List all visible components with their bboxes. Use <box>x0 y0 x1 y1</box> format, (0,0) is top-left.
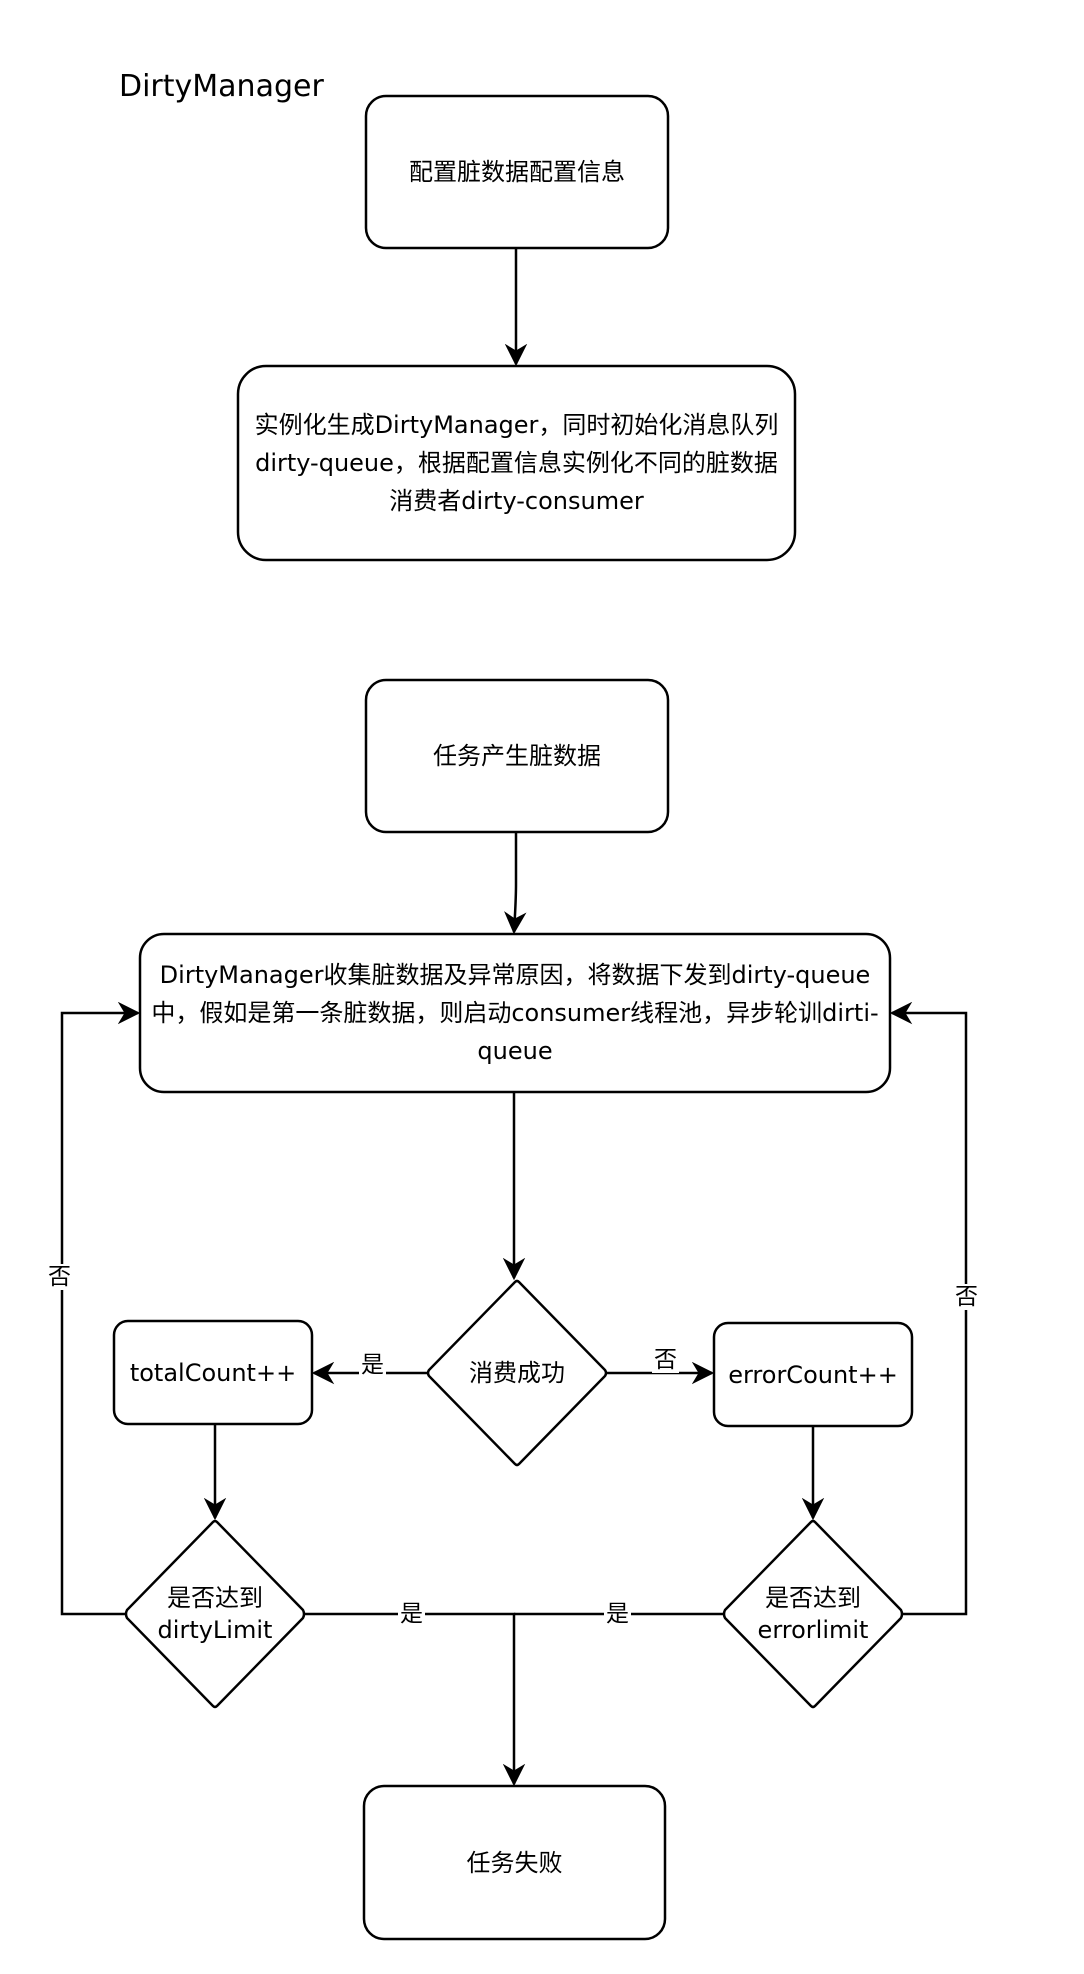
error-count-label: errorCount++ <box>728 1360 898 1389</box>
edge-produce-collect <box>504 832 527 935</box>
produce-label: 任务产生脏数据 <box>433 742 601 770</box>
edge-label-dirtylimit-no: 否 <box>46 1264 73 1290</box>
init-label: 实例化生成DirtyManager，同时初始化消息队列dirty-queue，根… <box>254 411 779 515</box>
dirty-limit-label: 是否达到dirtyLimit <box>157 1584 273 1644</box>
edge-label-errorlimit-yes: 是 <box>604 1601 631 1627</box>
edge-dirtylimit-no-collect <box>60 1001 141 1616</box>
edge-label-success-yes: 是 <box>359 1352 386 1378</box>
task-fail-label: 任务失败 <box>466 1848 563 1877</box>
dirty-limit-diamond <box>124 1519 306 1709</box>
diagram-title: DirtyManager <box>119 69 324 104</box>
consume-success-label: 消费成功 <box>469 1359 565 1387</box>
edge-label-success-no: 否 <box>652 1347 679 1373</box>
collect-label: DirtyManager收集脏数据及异常原因，将数据下发到dirty-queue… <box>151 961 879 1065</box>
config-label: 配置脏数据配置信息 <box>409 158 625 186</box>
edge-label-dirtylimit-yes: 是 <box>398 1601 425 1627</box>
edge-errorlimit-no-collect <box>889 1001 968 1616</box>
error-limit-label: 是否达到errorlimit <box>757 1584 869 1644</box>
error-limit-diamond <box>722 1519 904 1709</box>
edge-label-errorlimit-no: 否 <box>953 1284 980 1310</box>
edge-dirtylimit-yes-fail <box>305 1612 526 1787</box>
total-count-label: totalCount++ <box>129 1358 297 1387</box>
